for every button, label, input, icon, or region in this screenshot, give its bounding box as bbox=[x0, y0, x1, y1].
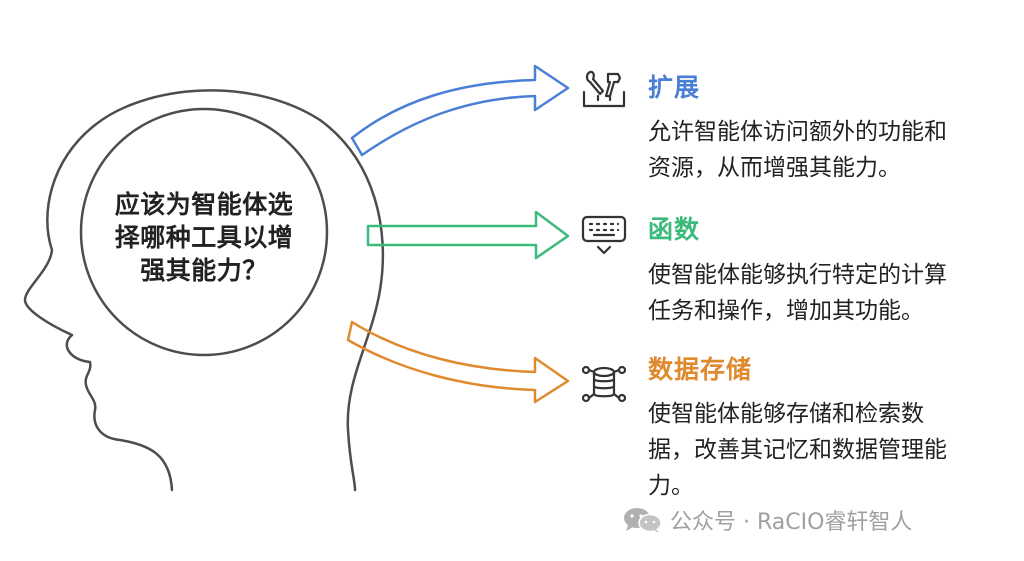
arrow-data-stores bbox=[346, 320, 570, 404]
center-question: 应该为智能体选 择哪种工具以增 强其能力？ bbox=[104, 188, 304, 287]
item-title-extensions: 扩展 bbox=[648, 73, 701, 102]
desc-line: 允许智能体访问额外的功能和 bbox=[648, 119, 947, 145]
desc-line: 使智能体能够存储和检索数 bbox=[648, 401, 924, 427]
tools-icon bbox=[580, 66, 628, 114]
database-icon bbox=[580, 360, 628, 408]
desc-line: 资源，从而增强其能力。 bbox=[648, 155, 901, 181]
thought-circle bbox=[79, 107, 329, 357]
desc-line: 力。 bbox=[648, 473, 694, 499]
center-line: 应该为智能体选 bbox=[114, 190, 294, 219]
watermark: 公众号 · RaCIO睿轩智人 bbox=[622, 505, 912, 535]
item-desc-functions: 使智能体能够执行特定的计算 任务和操作，增加其功能。 bbox=[648, 257, 998, 329]
desc-line: 使智能体能够执行特定的计算 bbox=[648, 262, 947, 288]
wechat-icon bbox=[624, 508, 662, 533]
desc-line: 据，改善其记忆和数据管理能 bbox=[648, 437, 947, 463]
arrow-functions bbox=[366, 210, 570, 260]
desc-line: 任务和操作，增加其功能。 bbox=[648, 298, 924, 324]
watermark-text: 公众号 · RaCIO睿轩智人 bbox=[670, 510, 913, 535]
item-title-functions: 函数 bbox=[648, 215, 701, 244]
item-title-data-stores: 数据存储 bbox=[648, 355, 753, 384]
center-line: 择哪种工具以增 bbox=[114, 223, 294, 252]
arrow-extensions bbox=[350, 64, 570, 157]
head-outline bbox=[23, 89, 385, 492]
item-desc-data-stores: 使智能体能够存储和检索数 据，改善其记忆和数据管理能 力。 bbox=[648, 396, 998, 504]
center-line: 强其能力？ bbox=[140, 256, 268, 285]
keyboard-icon bbox=[580, 212, 628, 260]
item-desc-extensions: 允许智能体访问额外的功能和 资源，从而增强其能力。 bbox=[648, 114, 998, 186]
